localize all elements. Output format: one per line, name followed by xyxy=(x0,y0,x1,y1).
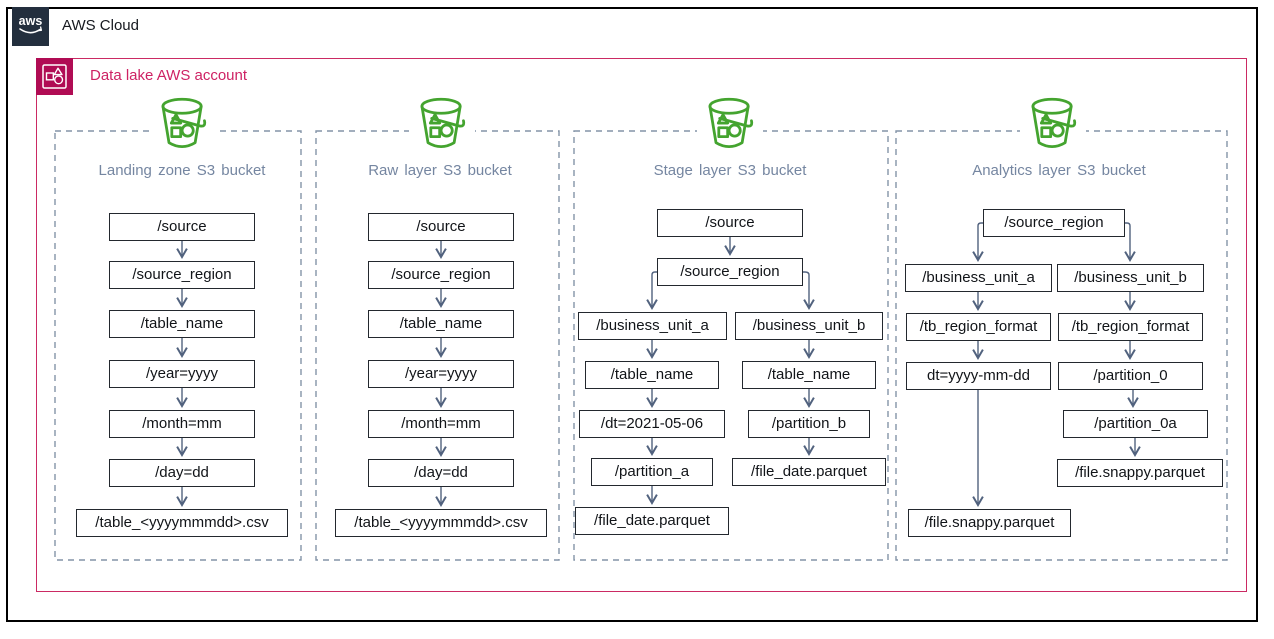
svg-text:aws: aws xyxy=(19,14,43,28)
folder-node: /partition_0a xyxy=(1063,410,1208,438)
folder-node: /dt=2021-05-06 xyxy=(579,410,725,438)
s3-bucket-icon xyxy=(150,95,216,153)
folder-node: /source_region xyxy=(657,258,803,286)
folder-node: /day=dd xyxy=(109,459,255,487)
s3-bucket-icon xyxy=(697,95,763,153)
folder-node: /business_unit_b xyxy=(1057,264,1204,292)
aws-logo-icon: aws xyxy=(12,7,49,46)
folder-node: /source xyxy=(657,209,803,237)
folder-node: /table_name xyxy=(742,361,876,389)
file-node: /file_date.parquet xyxy=(575,507,729,535)
folder-node: /year=yyyy xyxy=(368,360,514,388)
folder-node: /table_name xyxy=(585,361,719,389)
s3-bucket-icon xyxy=(409,95,475,153)
folder-node: /source_region xyxy=(983,209,1125,237)
column-title-stage: Stage layer S3 bucket xyxy=(653,162,807,179)
folder-node: /table_name xyxy=(368,310,514,338)
aws-cloud-frame xyxy=(6,7,1258,622)
column-title-raw: Raw layer S3 bucket xyxy=(368,162,512,179)
folder-node: /source_region xyxy=(368,261,514,289)
data-lake-account-frame xyxy=(36,58,1247,592)
folder-node: /table_name xyxy=(109,310,255,338)
folder-node: /business_unit_b xyxy=(735,312,883,340)
folder-node: /business_unit_a xyxy=(578,312,727,340)
folder-node: /business_unit_a xyxy=(905,264,1052,292)
folder-node: /day=dd xyxy=(368,459,514,487)
folder-node: /source xyxy=(368,213,514,241)
folder-node: /source_region xyxy=(109,261,255,289)
aws-account-icon xyxy=(36,58,73,95)
folder-node: /month=mm xyxy=(109,410,255,438)
file-node: /table_<yyyymmmdd>.csv xyxy=(76,509,288,537)
file-node: /table_<yyyymmmdd>.csv xyxy=(335,509,547,537)
folder-node: /month=mm xyxy=(368,410,514,438)
account-label: Data lake AWS account xyxy=(90,67,248,84)
folder-node: /partition_a xyxy=(591,458,713,486)
folder-node: /tb_region_format xyxy=(906,313,1051,341)
file-node: /file.snappy.parquet xyxy=(908,509,1071,537)
folder-node: /tb_region_format xyxy=(1058,313,1203,341)
folder-node: /year=yyyy xyxy=(109,360,255,388)
folder-node: dt=yyyy-mm-dd xyxy=(906,362,1051,390)
s3-bucket-icon xyxy=(1020,95,1086,153)
aws-cloud-label: AWS Cloud xyxy=(62,17,139,34)
file-node: /file.snappy.parquet xyxy=(1057,459,1223,487)
column-title-analytics: Analytics layer S3 bucket xyxy=(972,162,1146,179)
folder-node: /source xyxy=(109,213,255,241)
folder-node: /partition_b xyxy=(748,410,870,438)
folder-node: /partition_0 xyxy=(1058,362,1203,390)
column-title-landing: Landing zone S3 bucket xyxy=(98,162,266,179)
file-node: /file_date.parquet xyxy=(732,458,886,486)
